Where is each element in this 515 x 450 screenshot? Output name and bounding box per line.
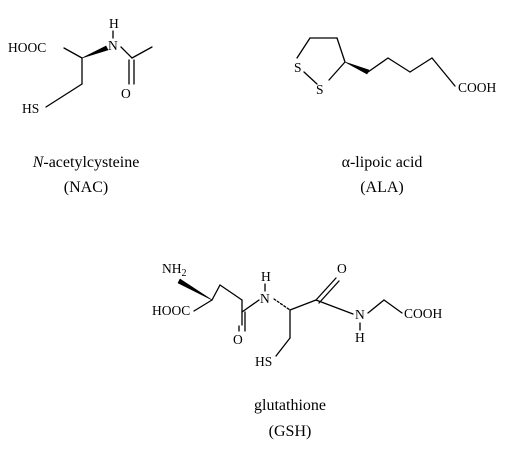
nac-thiol-label: HS [22,101,39,116]
gsh-bond-cbeta-s [275,337,291,357]
nac-caption: N-acetylcysteine (NAC) [32,154,140,196]
nac-carbonyl-oxygen-label: O [121,86,131,101]
nac-bond-cooh-calpha [63,47,83,59]
nac-wedge-bond-nh [81,45,109,59]
gsh-hooc-label: HOOC [152,303,190,318]
nac-hooc-label: HOOC [8,40,46,55]
gsh-wedge-bond-amine [177,278,213,301]
gsh-name: glutathione [254,397,326,414]
nac-nh-hydrogen-label: H [109,16,119,31]
gsh-abbreviation: (GSH) [269,423,312,440]
nac-bond-n-carbonyl [120,46,133,59]
gsh-caption: glutathione (GSH) [254,397,326,440]
gsh-structure: HOOC NH2 O N H O N H COOH HS [152,261,443,369]
ala-chain-bond-2 [387,57,411,73]
ala-wedge-bond-chain [344,61,370,75]
ala-caption: α-lipoic acid (ALA) [342,154,423,196]
ala-chain-bond-1 [367,57,389,73]
ala-ring-bond-chiral-s2 [328,61,346,81]
gsh-bond-carbonyl2-o [315,277,337,301]
gsh-bond-ch2-cooh [383,299,403,314]
gsh-bond-cbeta-cgamma [219,284,243,301]
ala-abbreviation: (ALA) [360,179,404,196]
gsh-hydrogen-2-label: H [355,330,365,345]
gsh-oxygen-1-label: O [233,332,243,347]
gsh-bond-n2-ch2 [367,299,385,314]
gsh-hydrogen-1-label: H [261,269,271,284]
gsh-bond-carbonyl-n1 [241,299,260,313]
gsh-hashed-bond-n1-calpha [273,298,291,311]
nac-structure: HOOC H N O HS [8,16,153,116]
nac-amide-nitrogen-label: N [108,38,118,53]
gsh-nitrogen-2-label: N [355,307,365,322]
nac-abbreviation: (NAC) [64,179,108,196]
gsh-double-bond-co2 [318,280,340,304]
nac-bond-cbeta-s [45,83,83,108]
nac-name: N-acetylcysteine [32,154,140,171]
ala-disulfide-bond [303,71,318,85]
ala-name: α-lipoic acid [342,154,423,171]
ala-chain-bond-cooh [431,57,456,87]
gsh-bond-cooh-calpha [193,299,213,312]
ala-chain-bond-3 [409,57,433,73]
gsh-bond-calpha-carbonyl2 [289,299,317,311]
gsh-amine-label: NH2 [162,261,187,279]
ala-sulfur-2-label: S [316,82,324,97]
ala-ring-bond-c-chiral [336,37,346,63]
gsh-bond-carbonyl2-n2 [315,299,354,315]
gsh-oxygen-2-label: O [337,261,347,276]
gsh-thiol-label: HS [255,354,272,369]
gsh-nitrogen-1-label: N [260,291,270,306]
gsh-cooh-label: COOH [404,306,443,321]
ala-sulfur-1-label: S [294,60,302,75]
gsh-bond-calpha-cbeta [211,284,221,301]
ala-cooh-label: COOH [458,80,497,95]
nac-bond-carbonyl-methyl [131,46,153,59]
ala-ring-bond-s1-c [296,37,311,59]
ala-structure: S S COOH [294,37,497,97]
